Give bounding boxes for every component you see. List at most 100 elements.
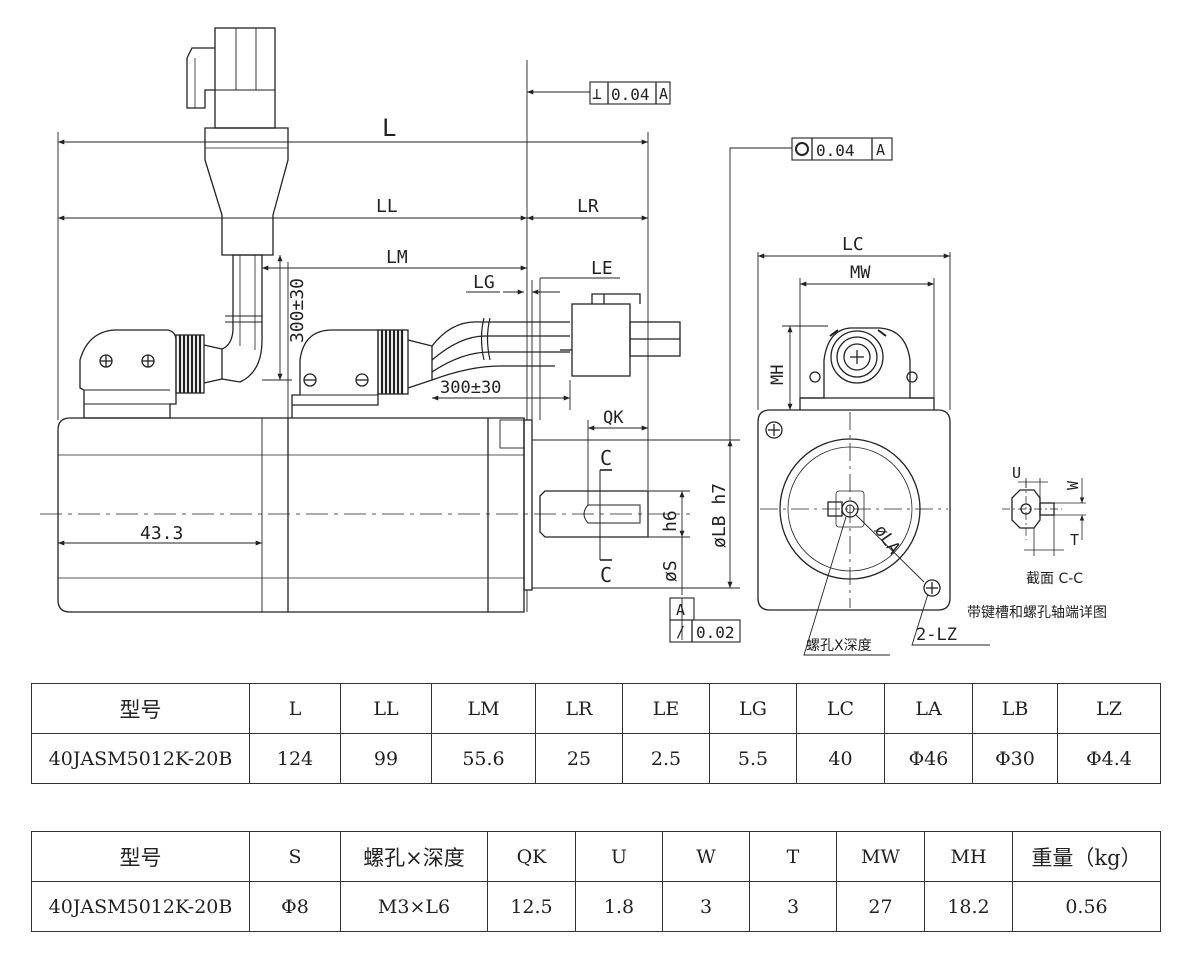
dim-T: T [1070,531,1079,549]
runout-value: 0.02 [696,623,735,642]
section-title: 截面 C-C [1026,571,1083,587]
table-cell: Φ4.4 [1057,733,1161,784]
header-cell: LB [972,683,1058,734]
dim-S: øS [660,560,681,582]
table-cell: 1.8 [575,881,663,932]
perp-datum: A [659,85,668,103]
table-header-row: 型号 S 螺孔×深度 QK U W T MW MH 重量（kg） [31,831,1161,882]
side-view: C C [40,27,893,643]
header-cell: 重量（kg） [1012,831,1161,882]
table-cell: 18.2 [924,881,1013,932]
dim-h6: h6 [660,510,681,532]
table-cell: Φ8 [249,881,341,932]
header-cell: LR [535,683,623,734]
header-cell: MH [924,831,1013,882]
header-cell: T [749,831,837,882]
table-cell: 12.5 [487,881,576,932]
dim-lead-encoder: 300±30 [287,278,308,343]
table-cell: 3 [662,881,750,932]
circularity-frame: 0.04 A [791,137,893,161]
table-cell: 2.5 [622,733,710,784]
table-cell: 99 [340,733,432,784]
header-cell: 型号 [31,683,250,734]
header-cell: LG [709,683,797,734]
table-cell: 3 [749,881,837,932]
encoder-connector [79,329,223,419]
flange-tab [499,419,525,449]
table-cell: 0.56 [1012,881,1161,932]
shaft-key [827,501,843,517]
header-cell: 型号 [31,831,250,882]
header-cell: LZ [1057,683,1161,734]
table-header-row: 型号 L LL LM LR LE LG LC LA LB LZ [31,683,1161,734]
dim-LM: LM [386,247,408,268]
side-dimensions [57,60,792,640]
datum-label: A [676,601,685,619]
table-cell: Φ46 [884,733,973,784]
table-cell: 27 [836,881,925,932]
table-row: 40JASM5012K-20B Φ8 M3×L6 12.5 1.8 3 3 27… [31,881,1161,932]
dim-LC: LC [842,234,864,255]
dim-43-3: 43.3 [140,523,183,544]
runout-symbol: / [676,623,685,641]
table-cell: 40JASM5012K-20B [31,881,250,932]
dim-LE: LE [591,258,613,279]
header-cell: LE [622,683,710,734]
power-connector [291,329,433,418]
header-cell: MW [836,831,925,882]
section-description: 带键槽和螺孔轴端详图 [967,605,1107,621]
dim-LA: øLA [870,521,904,558]
table-row: 40JASM5012K-20B 124 99 55.6 25 2.5 5.5 4… [31,733,1161,784]
front-dimensions [757,252,990,656]
front-connector [799,327,935,410]
dim-LL: LL [376,196,398,217]
header-cell: LM [431,683,536,734]
section-label-c-bottom: C [600,563,612,587]
dim-QK: QK [603,408,624,428]
section-shaft [1011,489,1041,529]
mount-hole [765,421,783,439]
power-plug [571,303,631,377]
front-view: LC MW MH øLA 螺孔X深度 2-LZ [757,234,990,656]
dim-LG: LG [473,272,495,293]
table-cell: 25 [535,733,623,784]
spec-table-2: 型号 S 螺孔×深度 QK U W T MW MH 重量（kg） 40JASM5… [31,831,1161,932]
dim-lead-power: 300±30 [440,378,501,398]
encoder-knurled-nut [175,334,205,394]
dim-LB: øLB h7 [709,483,730,548]
dim-LR: LR [577,196,599,217]
runout-frame: A / 0.02 [669,597,741,643]
shaft-keyway [583,504,641,524]
side-dimension-labels: L LL LR LM LG LE 300±30 300±30 43.3 QK h… [140,114,730,582]
motor-dimension-drawing: C C [40,27,1107,656]
circularity-icon [795,142,809,156]
dim-W: W [1064,480,1082,490]
dim-MH: MH [768,365,788,385]
perp-symbol: ⊥ [592,84,602,103]
header-cell: S [249,831,341,882]
dim-U: U [1012,464,1021,482]
header-cell: LL [340,683,432,734]
header-cell: W [662,831,750,882]
header-cell: LA [884,683,973,734]
encoder-cable [186,27,289,383]
table-cell: 40JASM5012K-20B [31,733,250,784]
perpendicularity-frame: ⊥ 0.04 A [589,81,671,105]
header-cell: 螺孔×深度 [340,831,488,882]
spec-table-1: 型号 L LL LM LR LE LG LC LA LB LZ 40JASM50… [31,683,1161,784]
front-dimension-labels: LC MW MH øLA 螺孔X深度 2-LZ [768,234,957,654]
table-cell: 40 [796,733,885,784]
header-cell: L [249,683,341,734]
section-cc-view: U W T 截面 C-C 带键槽和螺孔轴端详图 [967,464,1107,621]
dim-MW: MW [850,263,871,283]
motor-body [57,417,525,613]
table-cell: 5.5 [709,733,797,784]
power-cable [431,293,681,381]
note-2-lz: 2-LZ [916,625,957,645]
header-cell: LC [796,683,885,734]
table-cell: M3×L6 [340,881,488,932]
front-flange [757,409,951,611]
note-screw-hole: 螺孔X深度 [806,638,872,654]
circ-datum: A [876,141,885,159]
header-cell: QK [487,831,576,882]
